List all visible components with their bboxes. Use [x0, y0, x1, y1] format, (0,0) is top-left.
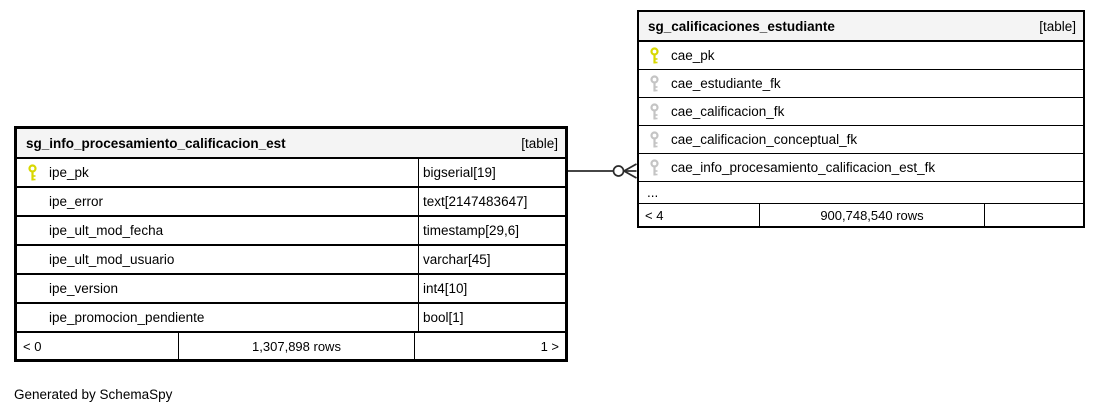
column-name: ipe_error	[49, 194, 104, 209]
table-type-badge: [table]	[521, 135, 558, 151]
primary-key-icon	[17, 163, 49, 182]
table-header: sg_calificaciones_estudiante [table]	[639, 12, 1083, 42]
footer-children-count: < 0	[23, 338, 42, 354]
table-title-link[interactable]: sg_info_procesamiento_calificacion_est	[26, 135, 286, 151]
crow-foot-icon	[623, 163, 637, 179]
foreign-key-icon	[639, 158, 671, 177]
table-row: ipe_version int4[10]	[17, 273, 565, 302]
table-row: cae_calificacion_fk	[639, 97, 1083, 125]
footer-parents-count	[984, 204, 1083, 226]
table-sg-calificaciones-estudiante: sg_calificaciones_estudiante [table] cae…	[637, 10, 1085, 228]
table-type-badge: [table]	[1039, 18, 1076, 34]
foreign-key-icon	[639, 130, 671, 149]
column-name: ipe_promocion_pendiente	[49, 310, 205, 325]
table-row: cae_pk	[639, 42, 1083, 69]
column-name: ipe_pk	[49, 165, 89, 180]
primary-key-icon	[639, 46, 671, 65]
column-type: bigserial[19]	[418, 159, 565, 186]
column-list: cae_pk cae_estudiante_fk	[639, 42, 1083, 181]
table-row: ipe_ult_mod_usuario varchar[45]	[17, 244, 565, 273]
zero-or-many-circle-icon	[612, 165, 625, 177]
table-sg-info-procesamiento-calificacion-est: sg_info_procesamiento_calificacion_est […	[14, 126, 568, 362]
foreign-key-icon	[639, 74, 671, 93]
column-name: cae_calificacion_conceptual_fk	[671, 132, 858, 147]
table-row: ipe_promocion_pendiente bool[1]	[17, 302, 565, 331]
relationship-connector	[568, 163, 637, 179]
column-type: timestamp[29,6]	[418, 217, 565, 244]
column-type: int4[10]	[418, 275, 565, 302]
table-row: ipe_pk bigserial[19]	[17, 159, 565, 186]
table-row: ipe_ult_mod_fecha timestamp[29,6]	[17, 215, 565, 244]
column-list: ipe_pk bigserial[19] ipe_error text[2147…	[17, 159, 565, 331]
column-type: varchar[45]	[418, 246, 565, 273]
table-row: cae_info_procesamiento_calificacion_est_…	[639, 153, 1083, 181]
more-columns-ellipsis: ...	[639, 181, 1083, 203]
generated-by-note: Generated by SchemaSpy	[14, 387, 173, 402]
table-footer: < 0 1,307,898 rows 1 >	[17, 331, 565, 359]
column-name: ipe_ult_mod_fecha	[49, 223, 164, 238]
footer-row-count: 1,307,898 rows	[178, 333, 414, 359]
column-name: cae_calificacion_fk	[671, 104, 785, 119]
column-type: bool[1]	[418, 304, 565, 331]
table-title-link[interactable]: sg_calificaciones_estudiante	[648, 18, 835, 34]
table-row: cae_calificacion_conceptual_fk	[639, 125, 1083, 153]
footer-children-count: < 4	[645, 207, 664, 223]
column-name: cae_pk	[671, 48, 715, 63]
column-name: cae_estudiante_fk	[671, 76, 781, 91]
column-name: ipe_ult_mod_usuario	[49, 252, 175, 267]
table-row: cae_estudiante_fk	[639, 69, 1083, 97]
footer-parents-count: 1 >	[414, 333, 565, 359]
column-name: cae_info_procesamiento_calificacion_est_…	[671, 160, 936, 175]
column-name: ipe_version	[49, 281, 119, 296]
foreign-key-icon	[639, 102, 671, 121]
table-footer: < 4 900,748,540 rows	[639, 203, 1083, 226]
column-type: text[2147483647]	[418, 188, 565, 215]
table-row: ipe_error text[2147483647]	[17, 186, 565, 215]
table-header: sg_info_procesamiento_calificacion_est […	[17, 129, 565, 159]
footer-row-count: 900,748,540 rows	[759, 204, 984, 226]
